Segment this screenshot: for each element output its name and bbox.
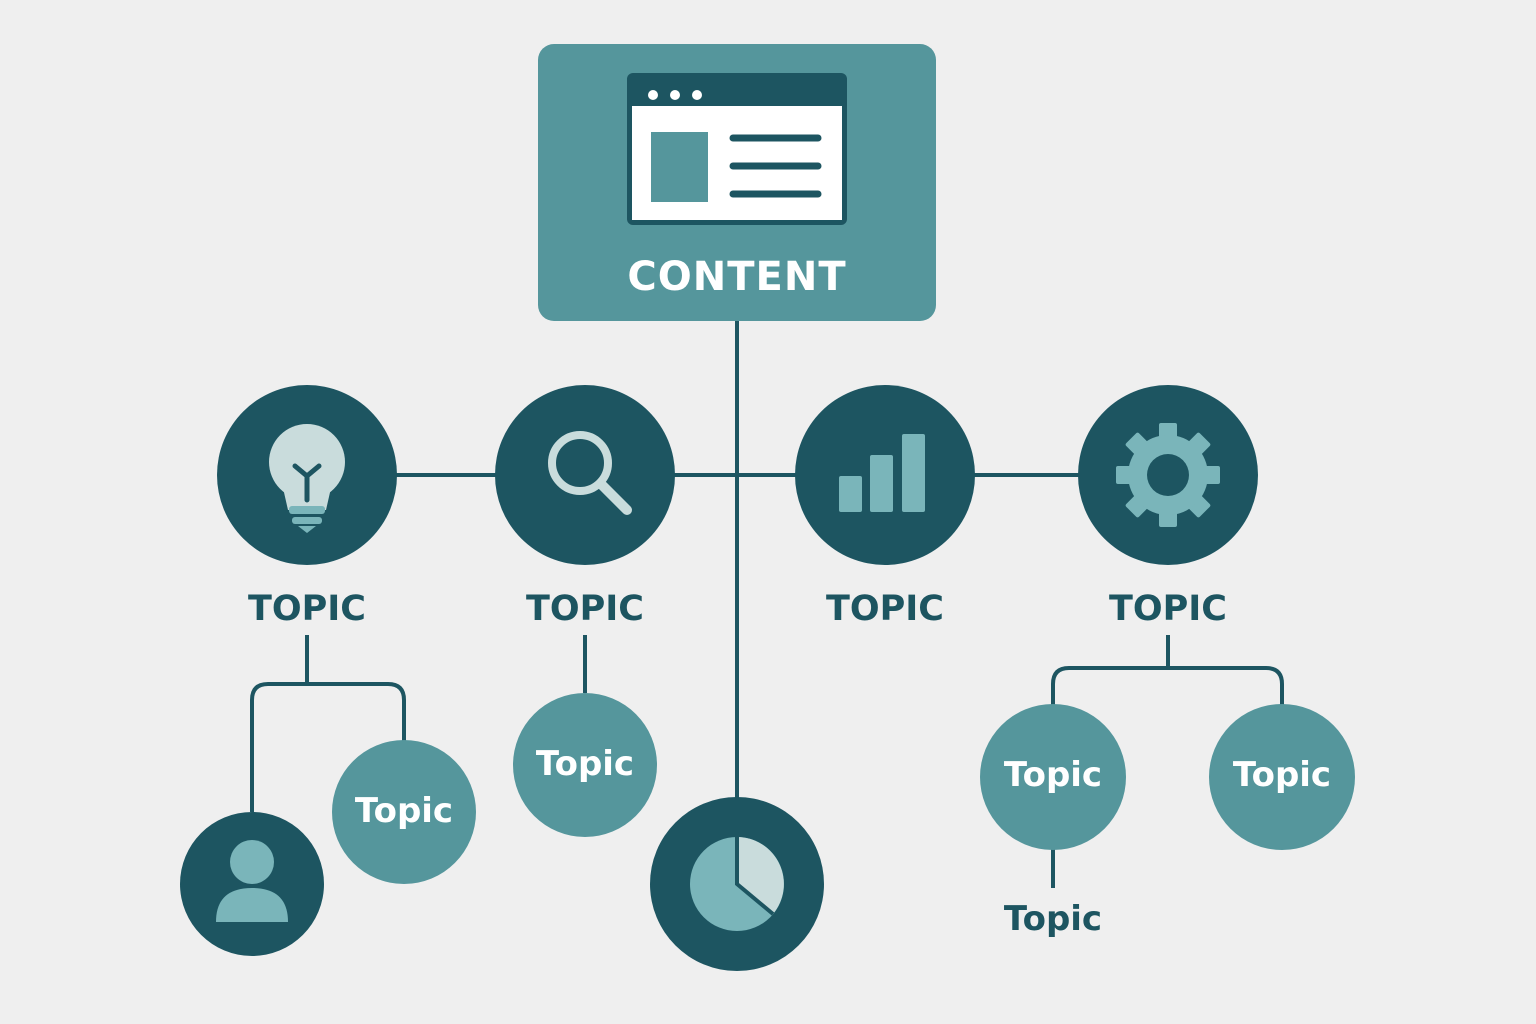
pie-node — [650, 797, 824, 971]
search-icon — [548, 431, 632, 515]
pie-chart-icon — [690, 837, 784, 931]
topic-node-4 — [1078, 385, 1258, 565]
subtopic-node-gear-left: Topic — [980, 704, 1126, 850]
subtopic-node-search: Topic — [513, 693, 657, 837]
subtopic-node-left: Topic — [332, 740, 476, 884]
topic-label-4: TOPIC — [1109, 589, 1227, 629]
user-icon — [216, 840, 288, 922]
user-node — [180, 812, 324, 956]
subtopic-label-gear-right: Topic — [1233, 755, 1331, 795]
lightbulb-icon — [269, 424, 345, 533]
subtopic-node-gear-right: Topic — [1209, 704, 1355, 850]
topic-label-3: TOPIC — [826, 589, 944, 629]
grandchild-label: Topic — [1004, 899, 1102, 939]
topic-label-2: TOPIC — [526, 589, 644, 629]
root-label: CONTENT — [627, 254, 846, 300]
topic-node-3 — [795, 385, 975, 565]
browser-window-icon — [627, 73, 847, 225]
topic-node-1 — [217, 385, 397, 565]
bar-chart-icon — [839, 434, 925, 512]
subtopic-label-search: Topic — [536, 744, 634, 784]
root-node: CONTENT — [538, 44, 936, 321]
connector-topic1-branch — [250, 682, 406, 812]
subtopic-label-gear-left: Topic — [1004, 755, 1102, 795]
topic-label-1: TOPIC — [248, 589, 366, 629]
topic-node-2 — [495, 385, 675, 565]
gear-icon — [1116, 423, 1220, 527]
subtopic-label-left: Topic — [355, 791, 453, 831]
connector-topic4-branch — [1051, 666, 1284, 705]
